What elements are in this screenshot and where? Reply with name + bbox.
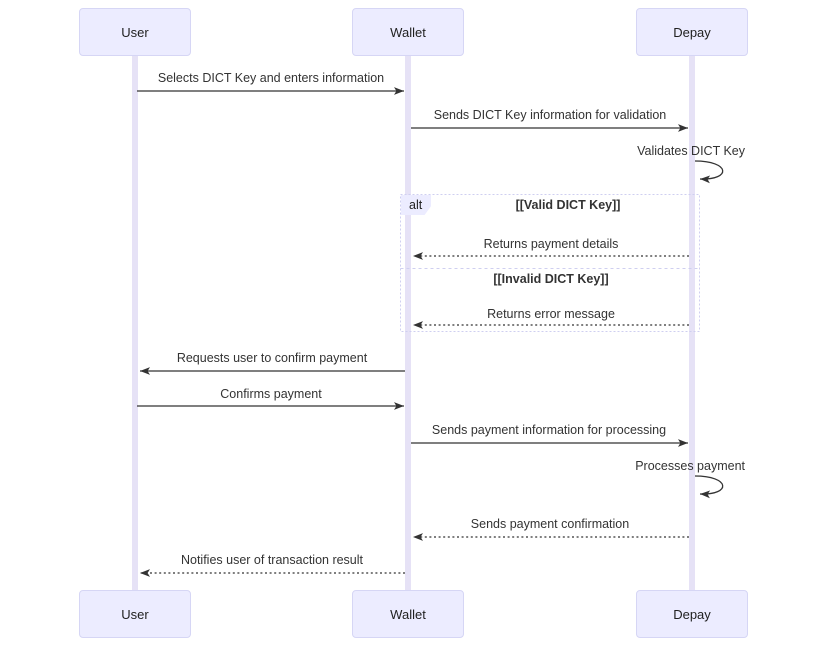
participant-label-wallet-top: Wallet <box>390 24 426 40</box>
fragment-alt-dict-key <box>400 194 700 332</box>
message-arrows <box>137 87 724 577</box>
message-label-m11: Notifies user of transaction result <box>180 553 364 567</box>
participant-label-user-bottom: User <box>121 606 149 622</box>
message-label-m1: Selects DICT Key and enters information <box>157 71 385 85</box>
message-label-m3: Validates DICT Key <box>637 144 745 158</box>
arrow-m3-self-loop <box>694 160 724 184</box>
participant-label-user-top: User <box>121 24 149 40</box>
message-label-m8: Sends payment information for processing <box>431 423 667 437</box>
fragment-tab-alt: alt <box>401 195 432 215</box>
message-label-m7: Confirms payment <box>220 387 322 401</box>
activation-bars <box>132 56 695 590</box>
participant-box-user-bottom[interactable]: User <box>79 590 191 638</box>
participant-box-depay-top[interactable]: Depay <box>636 8 748 56</box>
fragment-border <box>400 194 700 332</box>
fragment-branch-label-valid: [[Valid DICT Key]] <box>515 198 621 212</box>
message-label-m10: Sends payment confirmation <box>470 517 630 531</box>
arrow-m9-self-loop <box>694 475 724 499</box>
fragment-tab-label: alt <box>409 197 423 212</box>
participant-box-wallet-top[interactable]: Wallet <box>352 8 464 56</box>
message-label-m9: Processes payment <box>635 459 745 473</box>
participant-box-wallet-bottom[interactable]: Wallet <box>352 590 464 638</box>
participant-box-depay-bottom[interactable]: Depay <box>636 590 748 638</box>
message-label-m5: Returns error message <box>487 307 615 321</box>
participant-label-wallet-bottom: Wallet <box>390 606 426 622</box>
participant-box-user-top[interactable]: User <box>79 8 191 56</box>
message-label-m4: Returns payment details <box>483 237 619 251</box>
activation-bar-depay <box>689 56 695 590</box>
lifelines <box>134 56 693 590</box>
activation-bar-wallet <box>405 56 411 590</box>
participant-label-depay-bottom: Depay <box>673 606 711 622</box>
participant-label-depay-top: Depay <box>673 24 711 40</box>
message-label-m2: Sends DICT Key information for validatio… <box>433 108 667 122</box>
fragment-branch-label-invalid: [[Invalid DICT Key]] <box>493 272 609 286</box>
activation-bar-user <box>132 56 138 590</box>
message-label-m6: Requests user to confirm payment <box>176 351 368 365</box>
